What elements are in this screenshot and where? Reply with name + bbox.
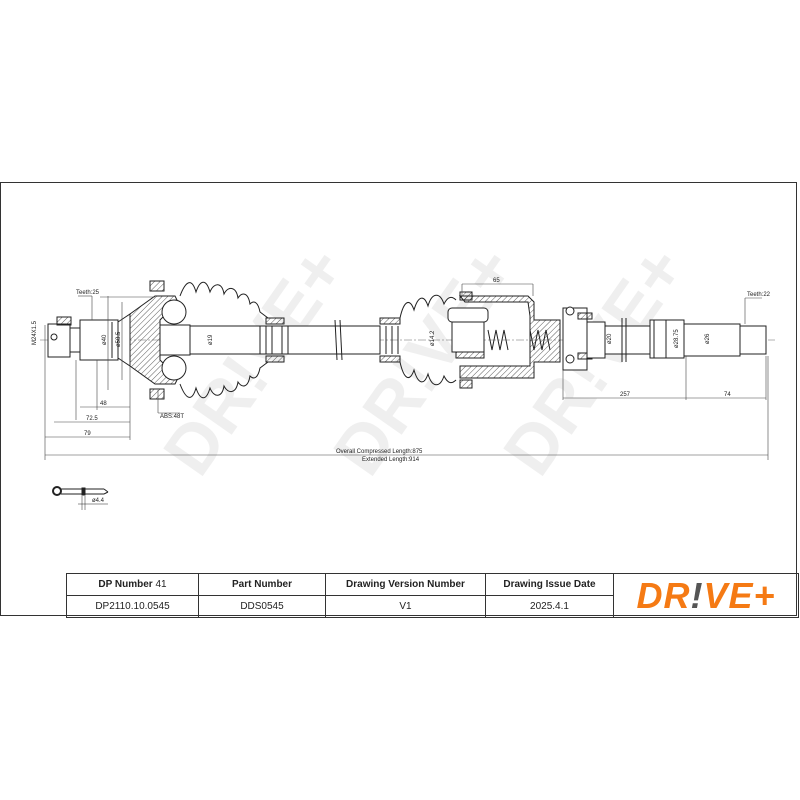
dp-number-header: DP Number 41 [66, 573, 199, 596]
svg-text:ø14.2: ø14.2 [430, 330, 436, 346]
watermark: DR!VE+ DR!VE+ DR!VE+ [148, 232, 700, 489]
svg-text:ABS:48T: ABS:48T [160, 414, 184, 420]
cotter-pin [52, 486, 109, 510]
svg-text:ø20: ø20 [607, 333, 613, 344]
svg-text:Extended Length:914: Extended Length:914 [362, 457, 420, 463]
svg-text:ø26: ø26 [705, 333, 711, 344]
center-joint [379, 291, 561, 389]
issue-date-value: 2025.4.1 [485, 595, 614, 618]
svg-text:79: 79 [84, 431, 91, 437]
title-block: DP Number 41 Part Number Drawing Version… [66, 573, 799, 618]
svg-text:257: 257 [620, 392, 631, 398]
svg-text:Teeth:22: Teeth:22 [747, 292, 771, 298]
svg-text:ø28.75: ø28.75 [674, 329, 680, 348]
svg-text:65: 65 [493, 278, 500, 284]
drive-plus-logo: DR!VE+ [613, 573, 799, 618]
dimension-labels: M24X1.5 Teeth:25 ø40 ø58.5 ø19 ABS:48T 4… [32, 278, 771, 463]
svg-text:Overall Compressed Length:875: Overall Compressed Length:875 [336, 449, 423, 455]
svg-text:ø19: ø19 [208, 334, 214, 345]
dimensions [44, 283, 769, 460]
part-number-value: DDS0545 [198, 595, 326, 618]
svg-text:Teeth:25: Teeth:25 [76, 290, 100, 296]
svg-text:M24X1.5: M24X1.5 [32, 320, 38, 345]
part-number-header: Part Number [198, 573, 326, 596]
svg-text:48: 48 [100, 401, 107, 407]
svg-text:ø58.5: ø58.5 [116, 331, 122, 347]
left-joint [47, 280, 381, 400]
drawing-version-value: V1 [325, 595, 486, 618]
right-shaft [562, 306, 767, 371]
dp-number-value: DP2110.10.0545 [66, 595, 199, 618]
svg-text:ø40: ø40 [102, 334, 108, 345]
svg-text:72.5: 72.5 [86, 416, 98, 422]
svg-text:74: 74 [724, 392, 731, 398]
issue-date-header: Drawing Issue Date [485, 573, 614, 596]
pin-diameter-label: ø4.4 [92, 498, 105, 504]
drawing-version-header: Drawing Version Number [325, 573, 486, 596]
